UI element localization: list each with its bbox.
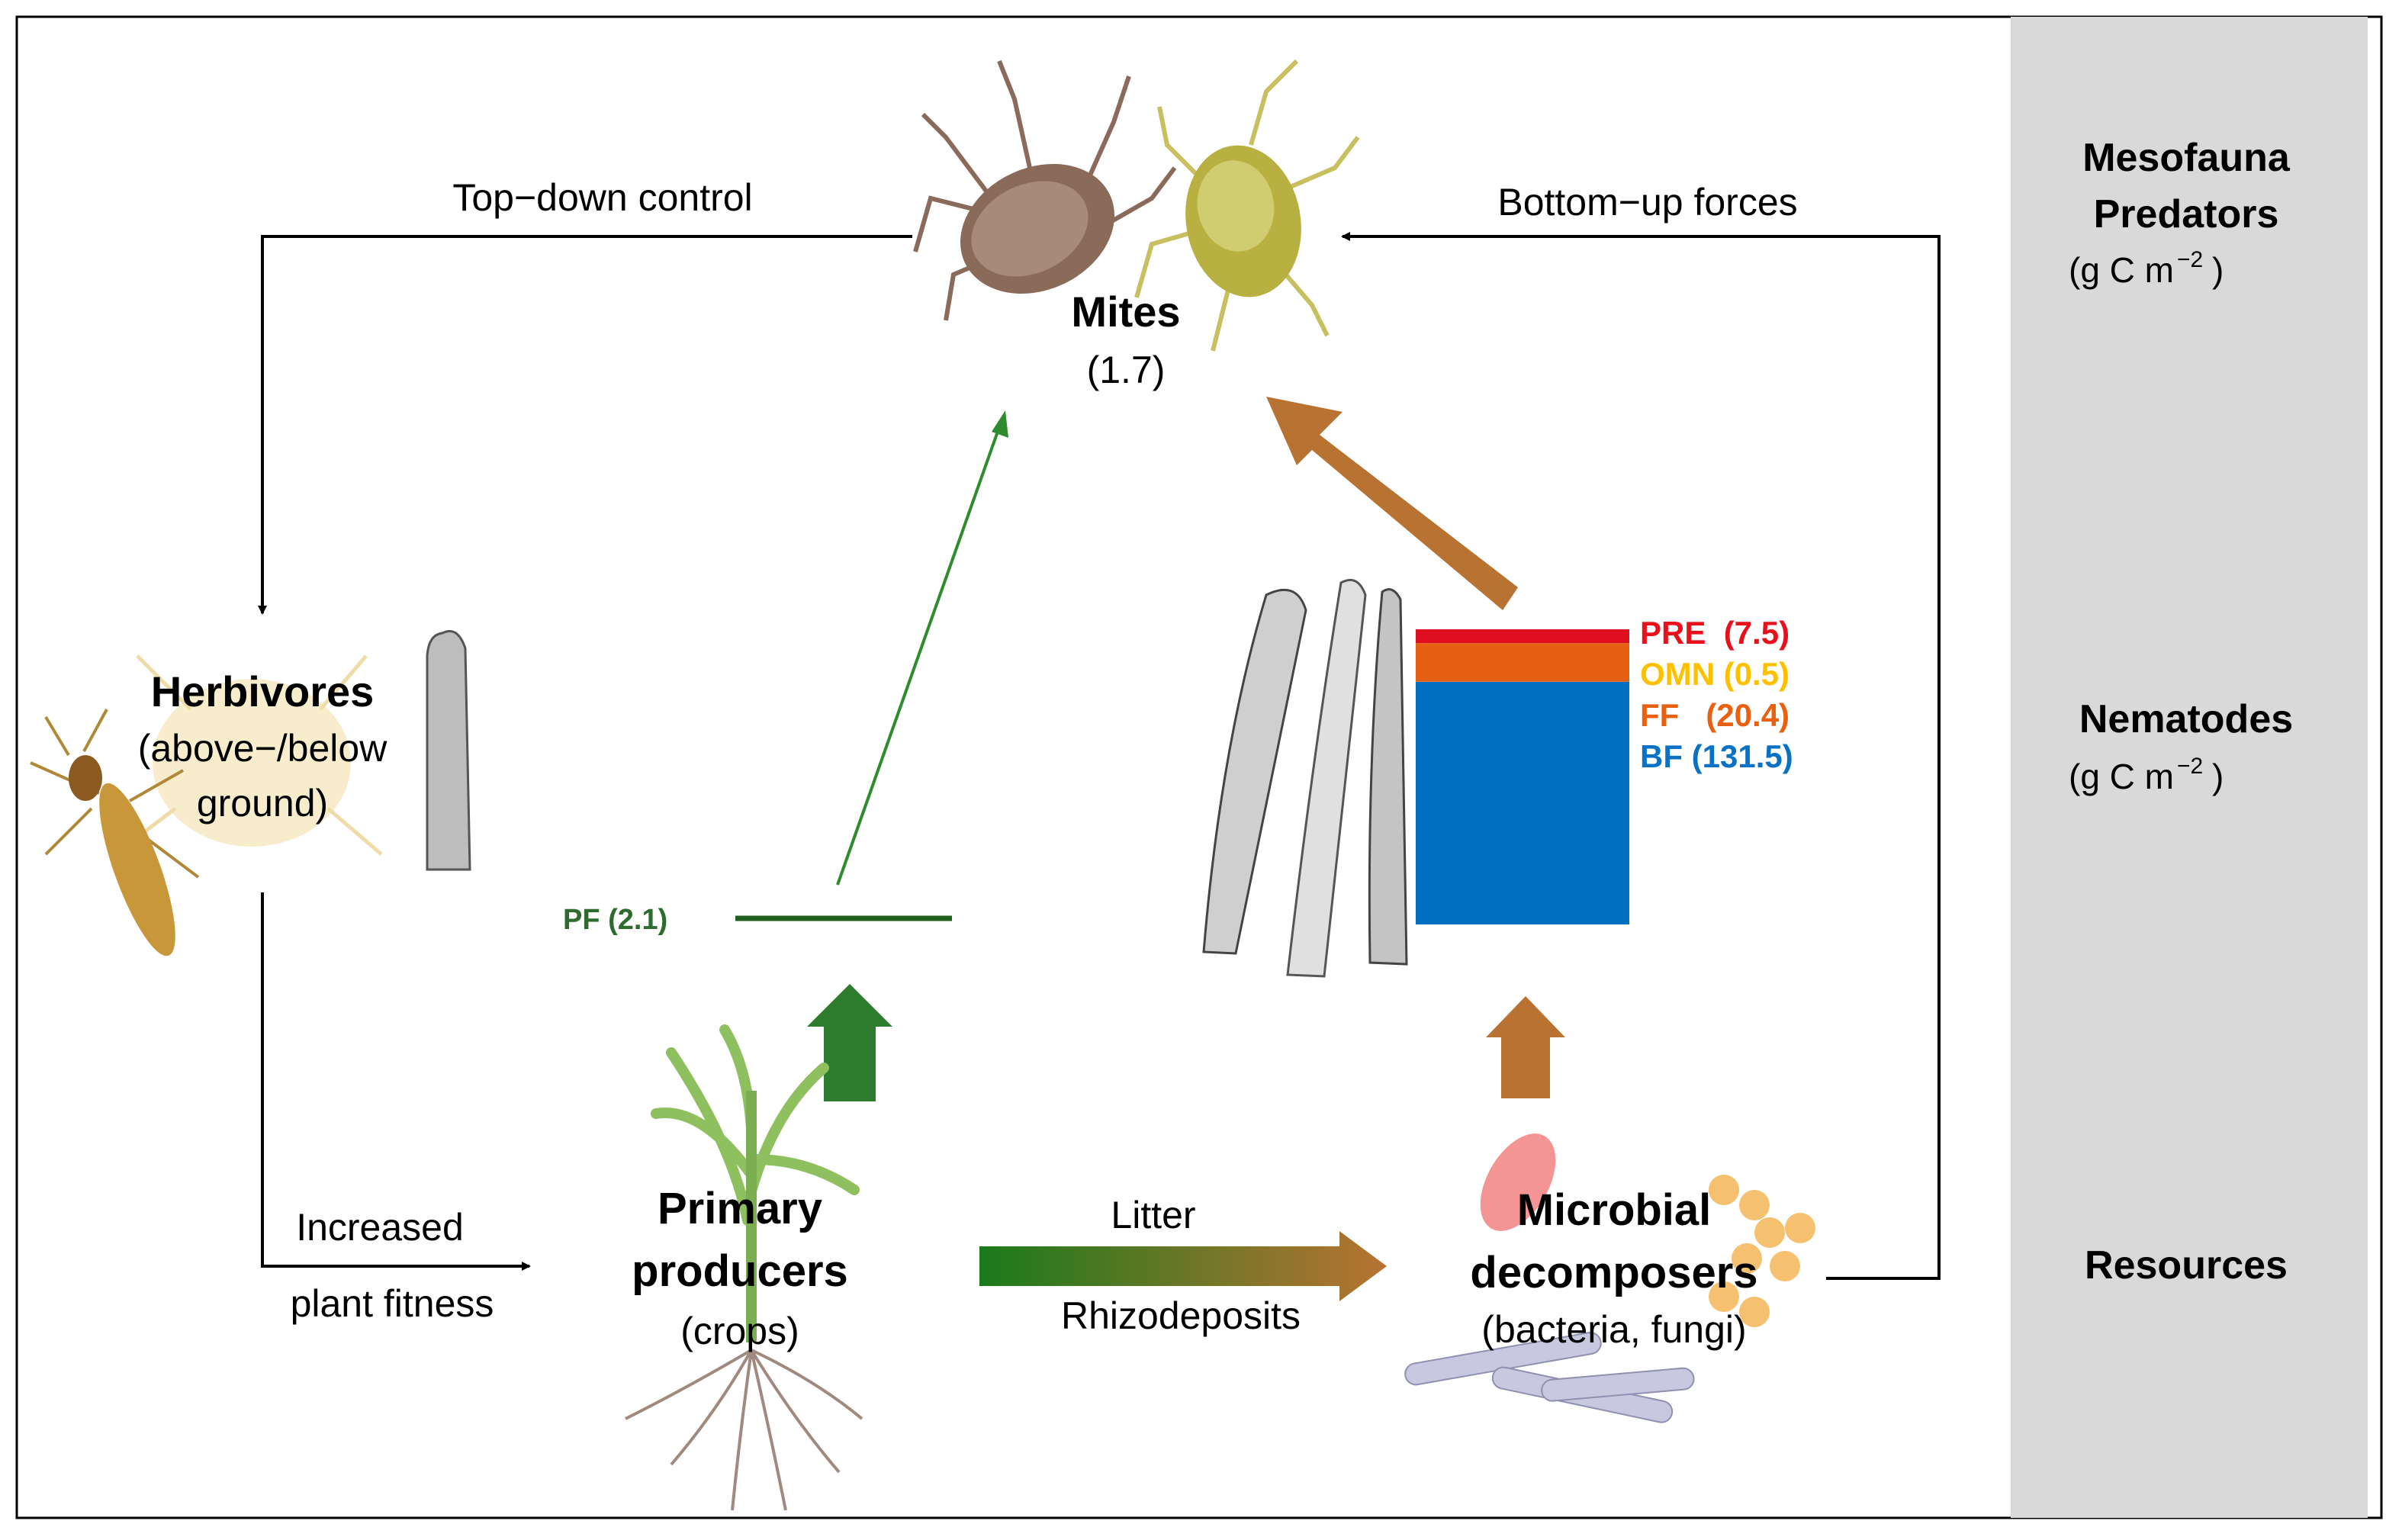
legend-item: FF (20.4) xyxy=(1640,697,1790,733)
bar-segment-ff xyxy=(1416,644,1629,682)
litter-arrow xyxy=(979,1231,1387,1301)
microbial-illustration xyxy=(1404,1133,1815,1423)
nematodes-title: Nematodes xyxy=(2079,697,2293,741)
nematode-stacked-bar xyxy=(1416,629,1629,924)
mesofauna-unit: (g C m xyxy=(2069,250,2174,290)
diagram-frame xyxy=(15,15,2383,1519)
nematodes-unit: (g C m xyxy=(2069,757,2174,796)
bar-segment-pre xyxy=(1416,629,1629,644)
decomposers-label: decomposers xyxy=(1470,1248,1757,1297)
plant-fitness-label: plant fitness xyxy=(291,1282,494,1325)
resources-title: Resources xyxy=(2085,1243,2288,1288)
producers-up-arrow xyxy=(807,984,892,1101)
mesofauna-title: Mesofauna xyxy=(2082,136,2291,180)
mesofauna-unit-close: ) xyxy=(2212,250,2224,290)
bar-segment-omn xyxy=(1416,643,1629,645)
herbivores-illustration xyxy=(30,630,471,956)
nematodes-unit-close: ) xyxy=(2212,757,2224,796)
legend-item: OMN (0.5) xyxy=(1640,656,1790,692)
bottom-up-label: Bottom−up forces xyxy=(1497,181,1797,223)
herbivores-line3: ground) xyxy=(197,782,328,825)
rhizodeposits-label: Rhizodeposits xyxy=(1061,1294,1301,1337)
bacteria-fungi-label: (bacteria, fungi) xyxy=(1481,1308,1746,1351)
producers-label: producers xyxy=(632,1246,848,1296)
increased-label: Increased xyxy=(296,1206,464,1249)
bottom-up-arrow xyxy=(1341,232,1941,1280)
legend-item: PRE (7.5) xyxy=(1640,615,1790,651)
mites-illustration xyxy=(913,59,1360,352)
pf-to-mites-arrowhead xyxy=(992,410,1008,438)
top-down-label: Top−down control xyxy=(452,176,752,219)
mesofauna-unit-exp: −2 xyxy=(2177,247,2203,272)
nematode-legend: PRE (7.5) OMN (0.5) FF (20.4) BF (131.5) xyxy=(1640,615,1793,774)
mites-label: Mites xyxy=(1071,288,1180,336)
microbial-label: Microbial xyxy=(1517,1185,1712,1235)
crops-label: (crops) xyxy=(680,1310,799,1352)
nematodes-illustration xyxy=(1202,579,1408,978)
plant-fitness-arrow xyxy=(261,892,531,1271)
bar-segment-bf xyxy=(1416,681,1629,924)
primary-label: Primary xyxy=(658,1184,822,1233)
top-down-arrow xyxy=(258,235,912,615)
litter-label: Litter xyxy=(1111,1194,1195,1236)
herbivores-line2: (above−/below xyxy=(138,727,388,770)
mites-value: (1.7) xyxy=(1087,349,1166,391)
predators-title: Predators xyxy=(2094,192,2279,236)
herbivores-label: Herbivores xyxy=(151,667,375,715)
nematodes-unit-exp: −2 xyxy=(2177,754,2203,779)
legend-item: BF (131.5) xyxy=(1640,738,1793,774)
pf-label: PF (2.1) xyxy=(563,904,667,936)
crop-plant-illustration xyxy=(625,1024,863,1511)
decomposers-up-arrow xyxy=(1486,996,1565,1098)
side-panel xyxy=(2011,17,2368,1518)
nematodes-to-mites-arrow xyxy=(1266,397,1518,610)
pf-to-mites-arrow xyxy=(836,426,1001,886)
